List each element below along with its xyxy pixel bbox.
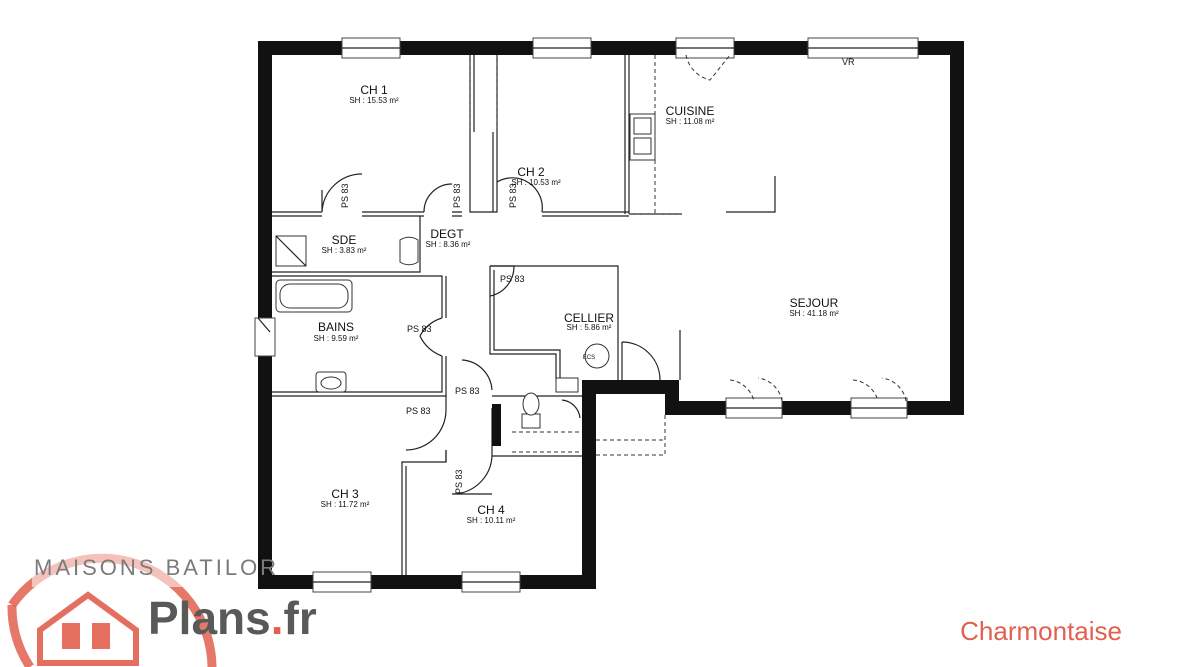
door-tags: PS 83 PS 83 PS 83 PS 83 PS 83 PS 83 PS 8… <box>340 57 855 494</box>
door-tag: PS 83 <box>407 324 432 334</box>
room-labels: CH 1 SH : 15.53 m² CH 2 SH : 10.53 m² CU… <box>314 83 839 525</box>
room-area-ch1: SH : 15.53 m² <box>349 96 399 105</box>
house-icon <box>37 591 139 666</box>
windows <box>254 37 919 593</box>
room-name-bains: BAINS <box>318 320 354 334</box>
door-tag: PS 83 <box>455 386 480 396</box>
room-name-sejour: SEJOUR <box>790 296 839 310</box>
door-tag: PS 83 <box>406 406 431 416</box>
room-area-cellier: SH : 5.86 m² <box>567 323 612 332</box>
room-area-cuisine: SH : 11.08 m² <box>666 117 715 126</box>
utility-sink-icon <box>555 377 579 393</box>
room-area-ch3: SH : 11.72 m² <box>321 500 370 509</box>
room-name-ch4: CH 4 <box>477 503 505 517</box>
room-area-ch4: SH : 10.11 m² <box>467 516 516 525</box>
room-area-ch2: SH : 10.53 m² <box>511 178 561 187</box>
water-heater-icon <box>584 343 610 369</box>
room-area-sde: SH : 3.83 m² <box>322 246 367 255</box>
room-area-degt: SH : 8.36 m² <box>426 240 471 249</box>
room-area-sejour: SH : 41.18 m² <box>789 309 839 318</box>
fixtures <box>275 113 656 429</box>
site-dot-text: . <box>270 592 284 644</box>
logo-text: MAISONS BATILOR <box>34 555 279 580</box>
site-tld-text: fr <box>283 592 317 644</box>
room-name-ch2: CH 2 <box>517 165 545 179</box>
room-name-degt: DEGT <box>430 227 464 241</box>
door-tag: PS 83 <box>452 183 462 208</box>
room-name-cuisine: CUISINE <box>666 104 715 118</box>
shutter-tag: VR <box>842 57 855 67</box>
door-swings <box>257 54 907 495</box>
door-tag: PS 83 <box>454 469 464 494</box>
door-tag: PS 83 <box>508 183 518 208</box>
site-brand: Plans.fr <box>148 591 317 645</box>
door-tag: PS 83 <box>340 183 350 208</box>
toilet-icon <box>521 413 541 429</box>
washbasin-icon <box>399 236 419 266</box>
ecs-tag: ECS <box>583 355 595 361</box>
room-name-cellier: CELLIER <box>564 311 614 325</box>
room-area-bains: SH : 9.59 m² <box>314 334 359 343</box>
wc-partition <box>492 404 501 446</box>
door-tag: PS 83 <box>500 274 525 284</box>
site-main-text: Plans <box>148 592 271 644</box>
model-name: Charmontaise <box>960 616 1122 646</box>
room-name-sde: SDE <box>332 233 357 247</box>
brand-logo: MAISONS BATILOR <box>7 547 279 667</box>
room-name-ch1: CH 1 <box>360 83 388 97</box>
room-name-ch3: CH 3 <box>331 487 359 501</box>
